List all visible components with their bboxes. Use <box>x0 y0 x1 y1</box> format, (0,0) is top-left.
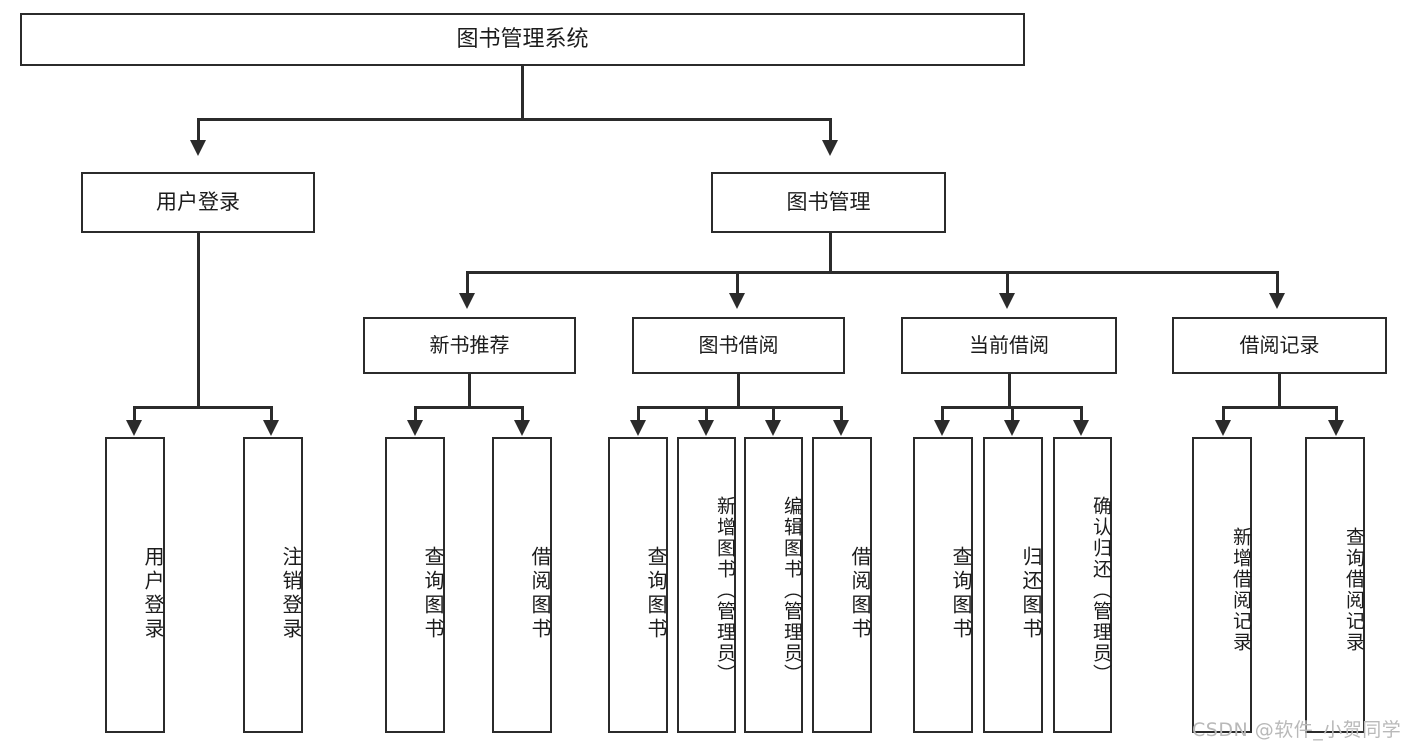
arrow-to-leaf-query-book-2 <box>630 420 646 436</box>
leaf-borrow-book-recommend[interactable]: 借阅图书 <box>492 437 552 733</box>
connector-level3-bus <box>466 271 1279 274</box>
arrow-to-leaf-borrow-book-2 <box>833 420 849 436</box>
connector-recommend-drop-1 <box>414 406 417 422</box>
connector-recommend-drop-2 <box>521 406 524 422</box>
leaf-user-login[interactable]: 用户登录 <box>105 437 165 733</box>
connector-borrowrecord-drop-2 <box>1335 406 1338 422</box>
connector-user-login-bus <box>133 406 272 409</box>
arrow-to-leaf-confirm-return <box>1073 420 1089 436</box>
connector-bookborrow-bus <box>637 406 842 409</box>
connector-bookborrow-stem <box>737 374 740 406</box>
connector-user-login-drop-1 <box>133 406 136 422</box>
connector-level3-drop-3 <box>1006 271 1009 295</box>
arrow-root-to-book-manage <box>822 140 838 156</box>
arrow-to-leaf-query-book-1 <box>407 420 423 436</box>
connector-bookborrow-drop-4 <box>840 406 843 422</box>
leaf-add-book-admin[interactable]: 新增图书（管理员） <box>677 437 736 733</box>
arrow-to-leaf-add-record <box>1215 420 1231 436</box>
arrow-to-leaf-query-record <box>1328 420 1344 436</box>
node-book-manage[interactable]: 图书管理 <box>711 172 946 233</box>
connector-user-login-drop-2 <box>270 406 273 422</box>
connector-recommend-stem <box>468 374 471 406</box>
arrow-to-leaf-edit-book <box>765 420 781 436</box>
leaf-query-book-current[interactable]: 查询图书 <box>913 437 973 733</box>
node-root-system[interactable]: 图书管理系统 <box>20 13 1025 66</box>
node-borrow-record[interactable]: 借阅记录 <box>1172 317 1387 374</box>
connector-bookborrow-drop-3 <box>772 406 775 422</box>
connector-borrowrecord-bus <box>1222 406 1338 409</box>
arrow-to-leaf-logout <box>263 420 279 436</box>
node-current-borrow[interactable]: 当前借阅 <box>901 317 1117 374</box>
connector-currentborrow-drop-3 <box>1080 406 1083 422</box>
connector-currentborrow-drop-1 <box>941 406 944 422</box>
arrow-to-leaf-user-login <box>126 420 142 436</box>
node-new-book-recommend[interactable]: 新书推荐 <box>363 317 576 374</box>
arrow-to-borrow-record <box>1269 293 1285 309</box>
connector-borrowrecord-drop-1 <box>1222 406 1225 422</box>
leaf-query-book-borrow[interactable]: 查询图书 <box>608 437 668 733</box>
connector-level3-drop-1 <box>466 271 469 295</box>
arrow-to-leaf-add-book <box>698 420 714 436</box>
connector-borrowrecord-stem <box>1278 374 1281 406</box>
arrow-to-new-book-recommend <box>459 293 475 309</box>
leaf-logout[interactable]: 注销登录 <box>243 437 303 733</box>
leaf-confirm-return-admin[interactable]: 确认归还（管理员） <box>1053 437 1112 733</box>
leaf-query-borrow-record[interactable]: 查询借阅记录 <box>1305 437 1365 733</box>
node-user-login[interactable]: 用户登录 <box>81 172 315 233</box>
leaf-edit-book-admin[interactable]: 编辑图书（管理员） <box>744 437 803 733</box>
arrow-root-to-user-login <box>190 140 206 156</box>
arrow-to-leaf-return-book <box>1004 420 1020 436</box>
connector-bookborrow-drop-1 <box>637 406 640 422</box>
leaf-return-book[interactable]: 归还图书 <box>983 437 1043 733</box>
connector-root-bus <box>197 118 831 121</box>
connector-bookborrow-drop-2 <box>705 406 708 422</box>
connector-currentborrow-drop-2 <box>1011 406 1014 422</box>
connector-root-stem <box>521 66 524 118</box>
connector-root-drop-2 <box>829 118 832 142</box>
connector-level3-drop-2 <box>736 271 739 295</box>
arrow-to-current-borrow <box>999 293 1015 309</box>
connector-book-manage-stem <box>829 233 832 271</box>
arrow-to-leaf-borrow-book-1 <box>514 420 530 436</box>
connector-recommend-bus <box>414 406 524 409</box>
connector-user-login-stem <box>197 233 200 406</box>
connector-currentborrow-stem <box>1008 374 1011 406</box>
leaf-add-borrow-record[interactable]: 新增借阅记录 <box>1192 437 1252 733</box>
leaf-borrow-book[interactable]: 借阅图书 <box>812 437 872 733</box>
connector-level3-drop-4 <box>1276 271 1279 295</box>
arrow-to-book-borrow <box>729 293 745 309</box>
arrow-to-leaf-query-book-3 <box>934 420 950 436</box>
leaf-query-book-recommend[interactable]: 查询图书 <box>385 437 445 733</box>
node-book-borrow[interactable]: 图书借阅 <box>632 317 845 374</box>
connector-root-drop-1 <box>197 118 200 142</box>
